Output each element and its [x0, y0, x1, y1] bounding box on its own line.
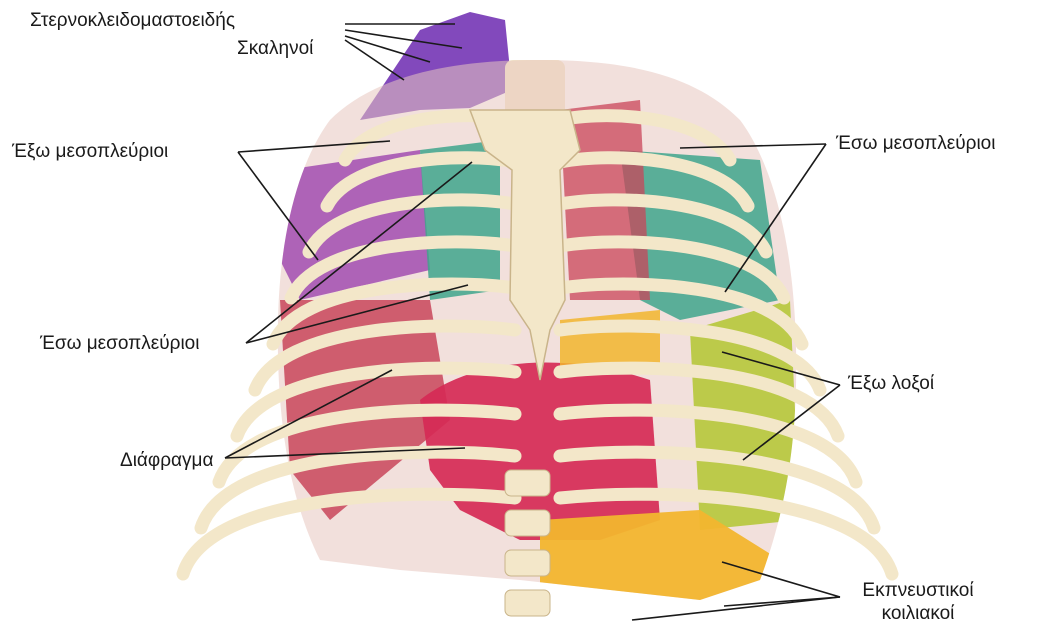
label-scalenes: Σκαληνοί	[237, 38, 313, 60]
label-internal-intercostals-right: Έσω μεσοπλεύριοι	[836, 133, 995, 155]
leader-line	[632, 597, 840, 620]
label-expiratory-abdominals-line1: Εκπνευστικοί	[848, 580, 988, 602]
label-external-obliques: Έξω λοξοί	[848, 373, 934, 395]
vertebra	[505, 510, 550, 536]
label-internal-intercostals-left: Έσω μεσοπλεύριοι	[40, 333, 199, 355]
label-diaphragm: Διάφραγμα	[120, 450, 213, 472]
label-expiratory-abdominals-line2: κοιλιακοί	[848, 603, 988, 625]
vertebra	[505, 550, 550, 576]
label-sternocleidomastoid: Στερνοκλειδομαστοειδής	[30, 10, 235, 32]
vertebra	[505, 470, 550, 496]
label-external-intercostals-left: Έξω μεσοπλεύριοι	[12, 141, 168, 163]
leader-line	[345, 40, 404, 80]
vertebra	[505, 590, 550, 616]
